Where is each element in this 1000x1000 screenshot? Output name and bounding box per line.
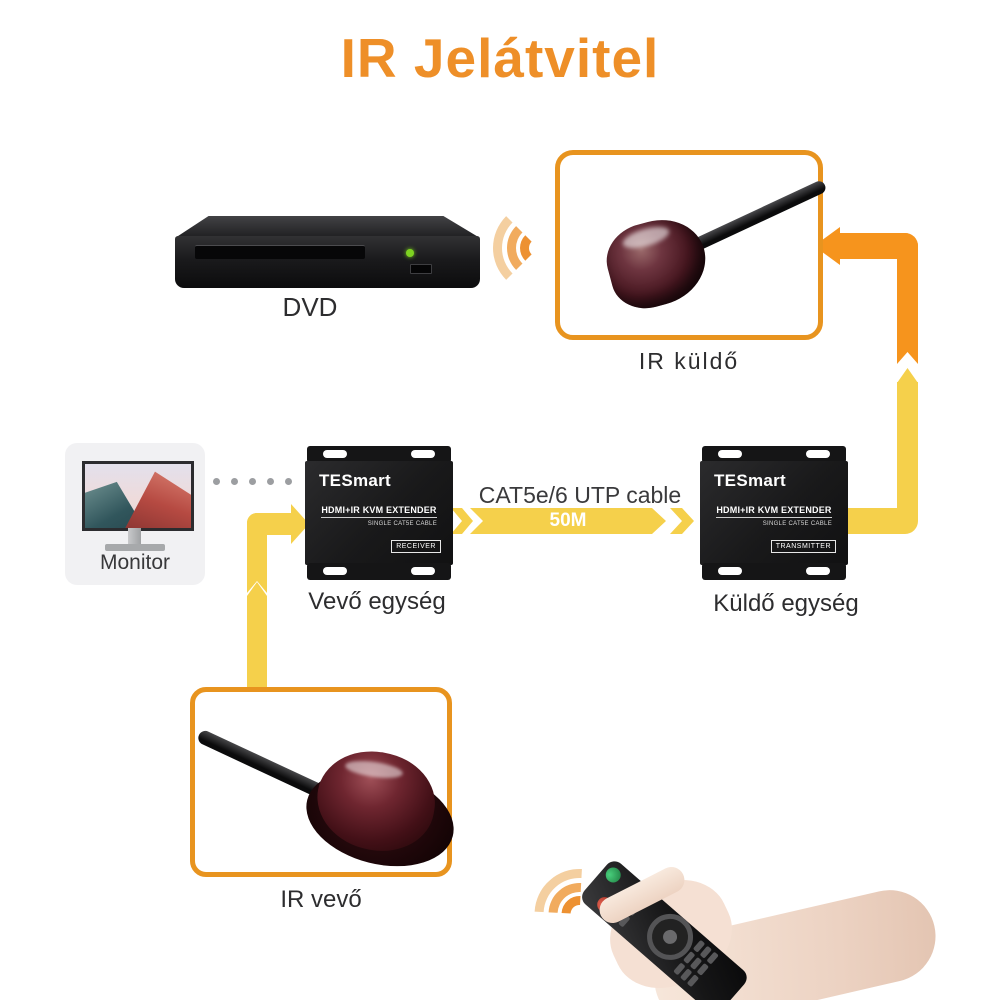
dvd-top-panel — [175, 216, 480, 238]
mounting-flange-bottom — [702, 563, 846, 580]
transmitter-unit-label: Küldő egység — [713, 590, 859, 617]
ir-sender-emitter — [598, 209, 716, 317]
cable-note: SINGLE CAT5E CABLE — [762, 521, 832, 527]
mounting-hole — [411, 567, 435, 575]
ir-path-vertical-lower — [247, 596, 267, 690]
remote-power-button-green — [602, 864, 624, 886]
monitor-stand-neck — [128, 528, 141, 545]
dvd-label: DVD — [282, 292, 338, 322]
mounting-hole — [323, 450, 347, 458]
dot — [285, 478, 292, 485]
utp-cable-arrow: 50M — [470, 508, 666, 534]
mounting-hole — [718, 567, 742, 575]
return-path-vertical-orange — [897, 233, 918, 364]
receiver-unit-label: Vevő egység — [308, 588, 446, 615]
mounting-hole — [411, 450, 435, 458]
ir-sender-box — [555, 150, 828, 340]
flow-chevron-up-right — [897, 368, 918, 383]
remote-ok-button — [660, 927, 680, 947]
receiver-badge: RECEIVER — [391, 540, 441, 553]
monitor-stand-base — [105, 544, 165, 551]
model-text-inner: HDMI+IR KVM EXTENDER — [716, 505, 832, 518]
mounting-hole — [718, 450, 742, 458]
brand-logo: TESmart — [319, 471, 392, 490]
mounting-hole — [323, 567, 347, 575]
brand-logo: TESmart — [714, 471, 787, 490]
ir-path-vertical-upper — [247, 513, 267, 593]
mounting-hole — [806, 450, 830, 458]
cable-note: SINGLE CAT5E CABLE — [367, 521, 437, 527]
receiver-device: TESmart HDMI+IR KVM EXTENDER SINGLE CAT5… — [305, 446, 453, 582]
page-title: IR Jelátvitel — [340, 27, 660, 89]
ir-sender-label: IR küldő — [638, 348, 740, 374]
ir-waves-dvd-icon — [480, 202, 542, 294]
transmitter-badge: TRANSMITTER — [770, 540, 836, 553]
dvd-player — [175, 216, 480, 290]
mounting-flange-top — [702, 446, 846, 463]
flow-chevron-cable-left — [451, 508, 473, 534]
utp-cable-label: CAT5e/6 UTP cable — [478, 482, 682, 508]
dvd-usb-port — [410, 264, 432, 274]
ir-receiver-label: IR vevő — [280, 886, 362, 913]
mounting-flange-bottom — [307, 563, 451, 580]
dot — [267, 478, 274, 485]
dot — [231, 478, 238, 485]
ir-receiver-box — [190, 687, 464, 881]
utp-cable-length: 50M — [549, 510, 587, 531]
monitor-label: Monitor — [99, 551, 171, 574]
model-text-inner: HDMI+IR KVM EXTENDER — [321, 505, 437, 518]
dot — [213, 478, 220, 485]
receiver-front-panel: TESmart HDMI+IR KVM EXTENDER SINGLE CAT5… — [305, 461, 453, 565]
mounting-flange-top — [307, 446, 451, 463]
monitor-card: Monitor — [65, 443, 205, 585]
monitor-screen — [82, 461, 194, 531]
dot — [249, 478, 256, 485]
dvd-power-led — [406, 249, 414, 257]
mounting-hole — [806, 567, 830, 575]
transmitter-device: TESmart HDMI+IR KVM EXTENDER SINGLE CAT5… — [700, 446, 848, 582]
model-text: HDMI+IR KVM EXTENDER — [305, 505, 453, 518]
dvd-front-panel — [175, 236, 480, 288]
dvd-disc-tray — [195, 245, 365, 259]
transmitter-front-panel: TESmart HDMI+IR KVM EXTENDER SINGLE CAT5… — [700, 461, 848, 565]
return-path-vertical-yellow — [897, 382, 918, 514]
wave-arc — [493, 203, 583, 293]
model-text: HDMI+IR KVM EXTENDER — [700, 505, 848, 518]
return-path-top-horizontal — [838, 233, 918, 259]
flow-chevron-cable-right — [670, 508, 694, 534]
